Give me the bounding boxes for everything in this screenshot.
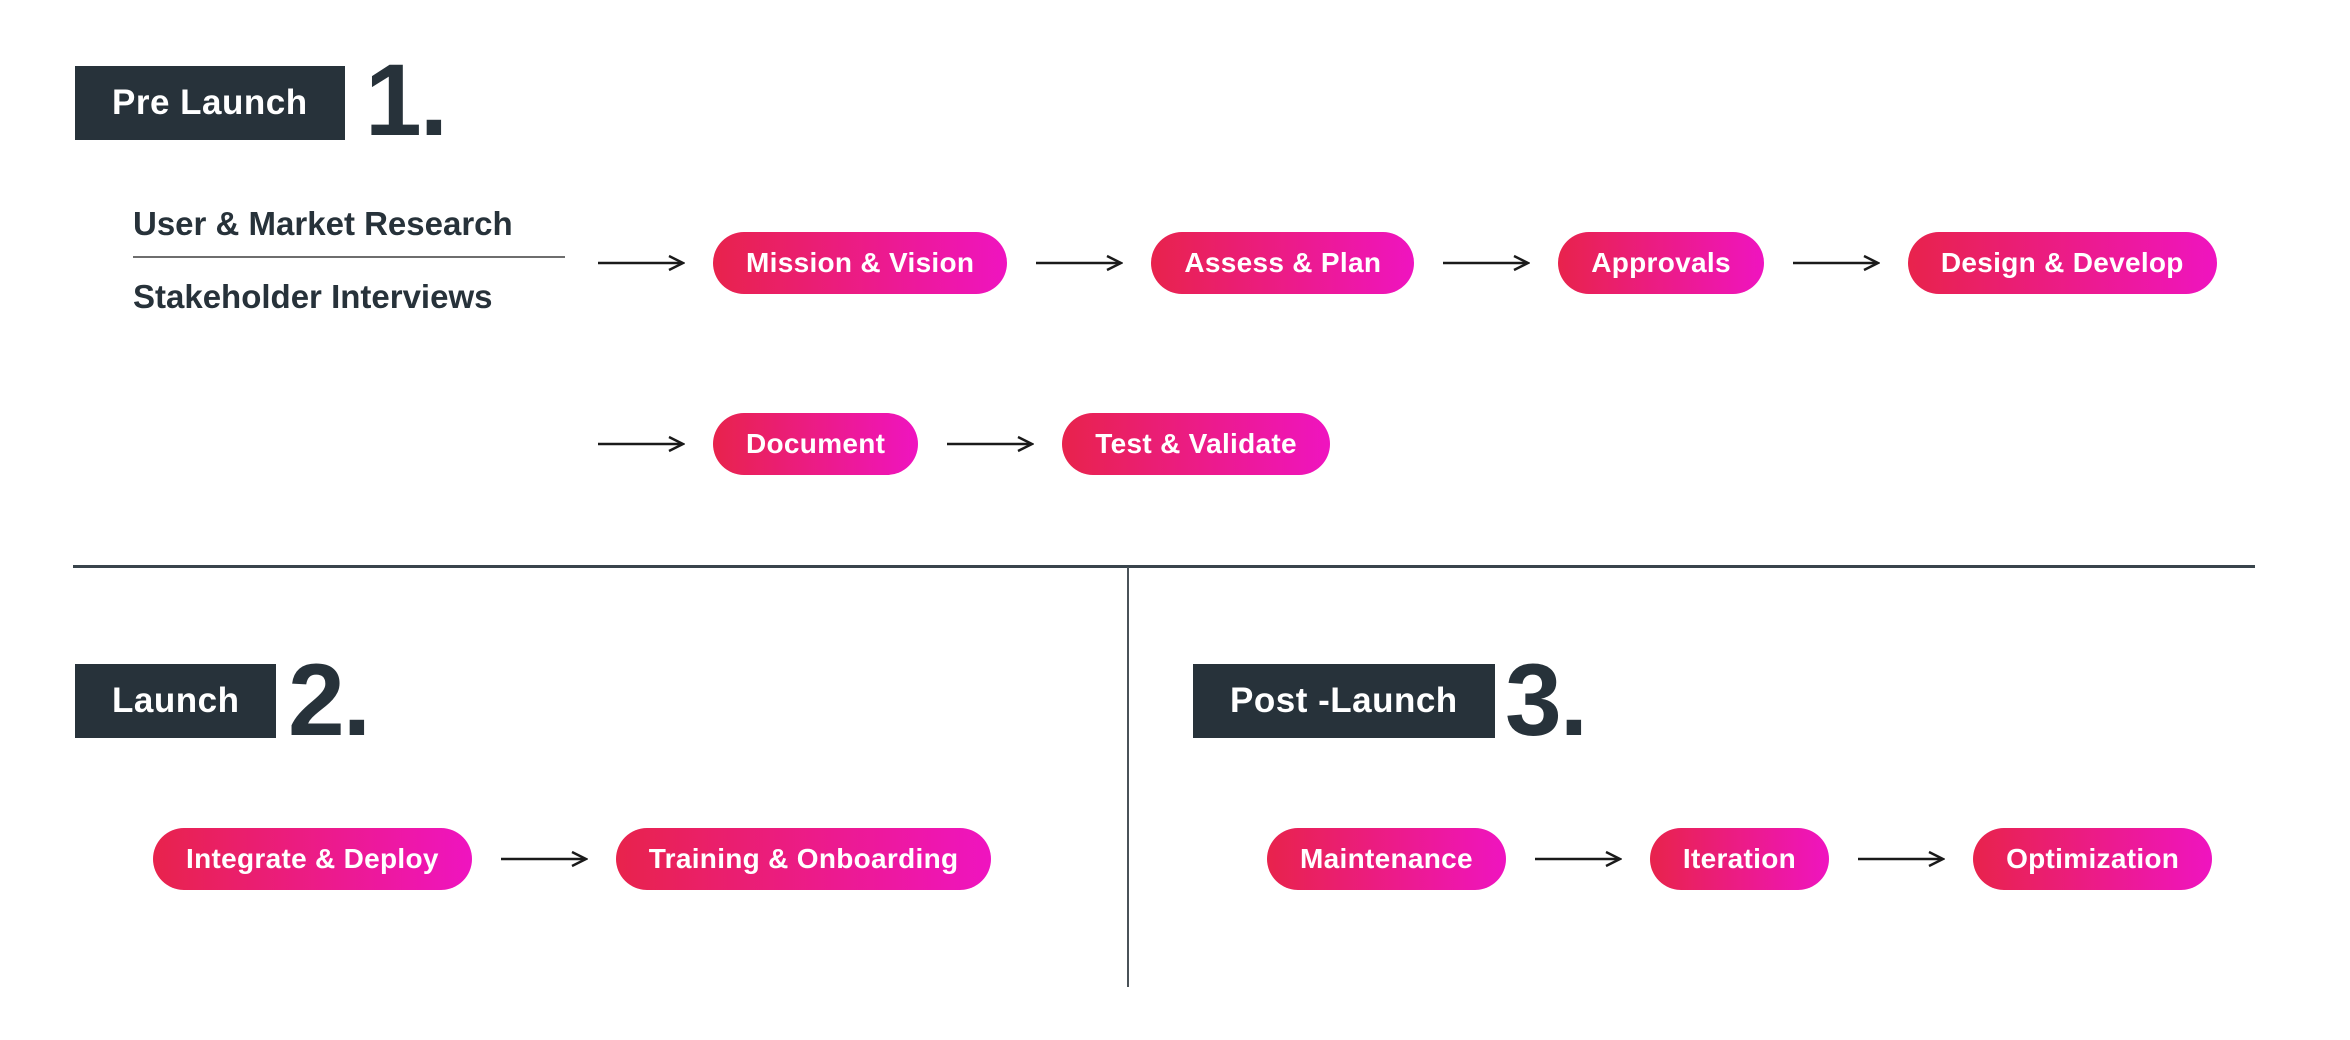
arrow-right-icon xyxy=(500,850,588,867)
inputs-divider-line xyxy=(133,256,565,258)
step-pill-assess-plan: Assess & Plan xyxy=(1151,231,1415,294)
arrow-right-icon xyxy=(598,435,685,452)
step-pill-test-validate: Test & Validate xyxy=(1062,412,1330,475)
pre-launch-label-box: Pre Launch xyxy=(75,66,345,140)
horizontal-section-divider xyxy=(73,565,2255,568)
pre-launch-inputs: User & Market Research Stakeholder Inter… xyxy=(133,207,565,313)
step-pill-optimization: Optimization xyxy=(1973,827,2213,890)
arrow-right-icon xyxy=(1036,254,1124,271)
launch-number: 2. xyxy=(288,643,371,757)
launch-label-box: Launch xyxy=(75,664,277,738)
step-pill-integrate-deploy: Integrate & Deploy xyxy=(153,827,472,890)
arrow-right-icon xyxy=(1858,850,1946,867)
input-user-market-research: User & Market Research xyxy=(133,205,513,242)
launch-flow-row: Integrate & Deploy Training & Onboarding xyxy=(153,827,992,890)
pre-launch-flow-row-2: Document Test & Validate xyxy=(597,412,1330,475)
post-launch-number: 3. xyxy=(1505,643,1588,757)
step-pill-training-onboarding: Training & Onboarding xyxy=(615,827,992,890)
launch-label: Launch xyxy=(112,681,240,720)
vertical-section-divider xyxy=(1127,567,1129,987)
arrow-right-icon xyxy=(1443,254,1531,271)
step-pill-maintenance: Maintenance xyxy=(1267,827,1506,890)
step-pill-design-develop: Design & Develop xyxy=(1907,231,2217,294)
post-launch-label-box: Post -Launch xyxy=(1193,664,1495,738)
pre-launch-flow-row-1: Mission & Vision Assess & Plan Approvals… xyxy=(597,231,2217,294)
post-launch-label: Post -Launch xyxy=(1230,681,1458,720)
arrow-right-icon xyxy=(598,254,685,271)
step-pill-document: Document xyxy=(713,412,919,475)
pre-launch-number: 1. xyxy=(365,43,448,157)
arrow-right-icon xyxy=(1792,254,1880,271)
arrow-right-icon xyxy=(1534,850,1622,867)
step-pill-mission-vision: Mission & Vision xyxy=(713,231,1008,294)
input-stakeholder-interviews: Stakeholder Interviews xyxy=(133,278,493,315)
pre-launch-label: Pre Launch xyxy=(112,83,308,122)
post-launch-flow-row: Maintenance Iteration Optimization xyxy=(1267,827,2213,890)
step-pill-iteration: Iteration xyxy=(1649,827,1830,890)
arrow-right-icon xyxy=(947,435,1035,452)
step-pill-approvals: Approvals xyxy=(1558,231,1764,294)
